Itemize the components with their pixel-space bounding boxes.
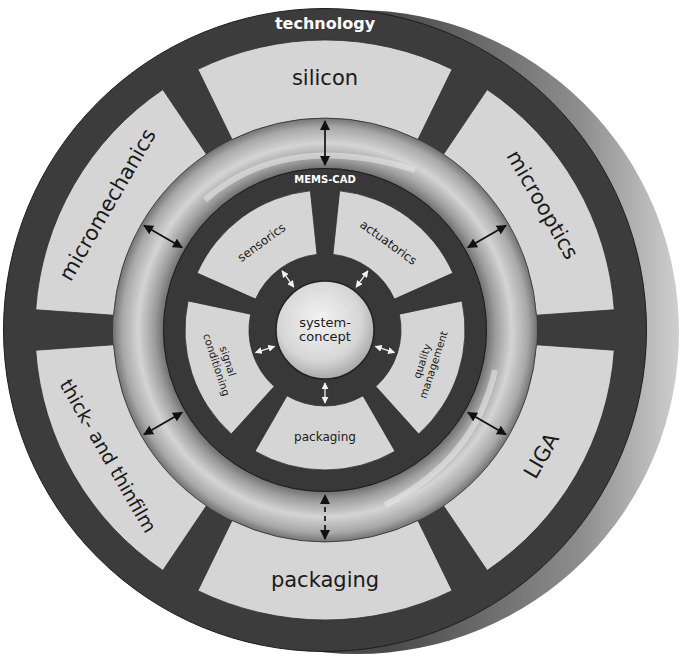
segment-label: silicon	[292, 67, 358, 90]
design-segment-shape	[255, 396, 395, 470]
double-arrow	[468, 413, 506, 435]
design-segment: quality management	[374, 299, 466, 436]
design-segment: actuatorics	[331, 189, 454, 301]
technology-segment: silicon	[196, 39, 454, 141]
design-segment-shape	[333, 191, 453, 299]
technology-segment-shape	[198, 40, 452, 139]
technology-ring: technologysiliconmicroopticsLIGApackagin…	[3, 8, 647, 652]
design-segment-shape	[185, 301, 274, 434]
double-arrow	[324, 495, 326, 539]
double-arrow	[468, 226, 506, 248]
technology-segment: packaging	[196, 519, 454, 621]
double-arrow	[356, 271, 368, 287]
double-arrow	[282, 271, 294, 287]
design-segment-shape	[376, 301, 465, 434]
design-segment: sensorics	[196, 189, 319, 301]
system-concept-shape	[276, 281, 374, 379]
double-arrow	[375, 346, 394, 352]
technology-segment-shape	[198, 521, 452, 620]
circle-label: system-concept	[284, 316, 366, 345]
ring-label: MEMS-CAD	[294, 174, 355, 185]
mems-cad-ring: MEMS-CAD sensoricsactuatoricsquality mana…	[163, 168, 487, 492]
ring-label: technology	[275, 15, 375, 33]
design-zone	[113, 118, 537, 542]
technology-ring-shape	[4, 9, 647, 652]
design-segment-shape	[197, 191, 317, 299]
double-arrow	[324, 121, 326, 165]
double-arrow	[324, 383, 325, 403]
system-concept-circle: system-concept	[275, 280, 375, 380]
design-segment: packaging	[254, 394, 396, 471]
segment-label: packaging	[271, 569, 379, 592]
segment-label: packaging	[294, 431, 356, 444]
double-arrow	[144, 226, 182, 248]
mems-cad-ring-shape	[164, 169, 487, 492]
double-arrow	[144, 413, 182, 435]
design-segment: signal conditioning	[184, 299, 276, 436]
double-arrow	[256, 346, 275, 352]
